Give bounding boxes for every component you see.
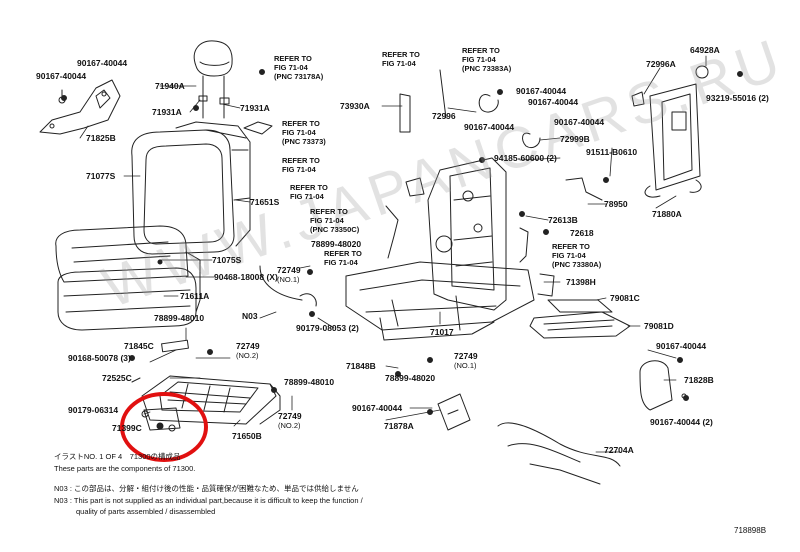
part-label-79081C[interactable]: 79081C: [610, 293, 640, 303]
part-label-N03[interactable]: N03: [242, 311, 258, 321]
refer-note-fig-71-04-c[interactable]: REFER TO FIG 71-04: [324, 249, 362, 267]
part-label-90167-40044-h[interactable]: 90167-40044: [656, 341, 707, 351]
belt-and-cables-drawing: [385, 69, 603, 297]
n03-note-english: N03 : This part is not supplied as an in…: [54, 496, 363, 505]
part-label-90167-40044-d[interactable]: 90167-40044: [516, 86, 567, 96]
part-label-72704A[interactable]: 72704A: [604, 445, 634, 455]
refer-note-73350C[interactable]: REFER TO FIG 71-04 (PNC 73350C): [310, 207, 360, 234]
part-label-71650B[interactable]: 71650B: [232, 431, 262, 441]
part-label-72749-no1-b[interactable]: 72749: [454, 351, 478, 361]
seatback-drawing: [131, 121, 251, 255]
part-label-72749-no1-b-sub: (NO.1): [454, 361, 477, 370]
n03-note-japanese: N03 : この部品は、分解・組付け後の性能・品質確保が困難なため、単品では供給…: [54, 484, 359, 493]
part-label-79081D[interactable]: 79081D: [644, 321, 674, 331]
part-label-72613B[interactable]: 72613B: [548, 215, 578, 225]
part-label-71398H[interactable]: 71398H: [566, 277, 596, 287]
part-label-73930A[interactable]: 73930A: [340, 101, 370, 111]
refer-note-fig-71-04-b[interactable]: REFER TO FIG 71-04: [290, 183, 328, 201]
refer-note-73380A[interactable]: REFER TO FIG 71-04 (PNC 73380A): [552, 242, 602, 269]
part-label-90179-06314[interactable]: 90179-06314: [68, 405, 119, 415]
part-label-71611A[interactable]: 71611A: [180, 291, 210, 301]
part-label-71017[interactable]: 71017: [430, 327, 454, 337]
headrest-drawing: [193, 40, 233, 119]
part-label-78899-48020-a[interactable]: 78899-48020: [311, 239, 362, 249]
part-label-93219-55016[interactable]: 93219-55016 (2): [706, 93, 769, 103]
part-label-72749-no2-a[interactable]: 72749: [236, 341, 260, 351]
part-label-71651S[interactable]: 71651S: [250, 197, 280, 207]
part-label-90167-40044-e[interactable]: 90167-40044: [528, 97, 579, 107]
part-label-78899-48010-a[interactable]: 78899-48010: [154, 313, 205, 323]
recliner-frame-drawing: [259, 157, 535, 341]
part-label-90167-40044-top[interactable]: 90167-40044: [77, 58, 128, 68]
refer-note-73178A[interactable]: REFER TO FIG 71-04 (PNC 73178A): [274, 54, 324, 81]
part-label-72618[interactable]: 72618: [570, 228, 594, 238]
part-label-71399C[interactable]: 71399C: [112, 423, 142, 433]
part-label-90179-08053[interactable]: 90179-08053 (2): [296, 323, 359, 333]
part-label-72525C[interactable]: 72525C: [102, 373, 132, 383]
part-label-72996A[interactable]: 72996A: [646, 59, 676, 69]
part-label-90167-40044-c[interactable]: 90167-40044: [352, 403, 403, 413]
illustration-caption: イラストNO. 1 OF 4 71300の構成品: [54, 452, 181, 461]
cable-72704A-drawing: [437, 393, 621, 485]
components-caption: These parts are the components of 71300.: [54, 464, 196, 473]
part-label-90168-50078[interactable]: 90168-50078 (3): [68, 353, 131, 363]
diagram-id: 718898B: [734, 526, 767, 535]
part-label-78899-48020-b[interactable]: 78899-48020: [385, 373, 436, 383]
headrest-guides-drawing: [198, 95, 273, 135]
part-label-90167-40044-i[interactable]: 90167-40044 (2): [650, 417, 713, 427]
part-label-91511-B0610[interactable]: 91511-B0610: [586, 147, 638, 157]
part-label-72749-no2-a-sub: (NO.2): [236, 351, 259, 360]
part-label-71077S[interactable]: 71077S: [86, 171, 116, 181]
part-label-71931A[interactable]: 71931A: [152, 107, 182, 117]
part-label-71878A[interactable]: 71878A: [384, 421, 414, 431]
refer-note-73373[interactable]: REFER TO FIG 71-04 (PNC 73373): [282, 119, 326, 146]
part-label-71075S[interactable]: 71075S: [212, 255, 242, 265]
part-label-71848B[interactable]: 71848B: [346, 361, 376, 371]
part-label-72999B[interactable]: 72999B: [560, 134, 590, 144]
n03-note-english-cont: quality of parts assembled / disassemble…: [76, 507, 216, 516]
side-bracket-71825B-drawing: [39, 79, 121, 135]
floor-mats-drawing: [529, 299, 631, 339]
part-label-71825B[interactable]: 71825B: [86, 133, 116, 143]
part-label-78950[interactable]: 78950: [604, 199, 628, 209]
rear-board-71880A-drawing: [631, 65, 709, 198]
fasteners-drawing: [61, 69, 743, 430]
part-label-72749-no2-b-sub: (NO.2): [278, 421, 301, 430]
leader-lines: [79, 55, 707, 453]
part-label-90468-18008[interactable]: 90468-18008 (X): [214, 272, 278, 282]
part-label-78899-48010-b[interactable]: 78899-48010: [284, 377, 335, 387]
part-label-94185-60600[interactable]: 94185-60600 (2): [494, 153, 557, 163]
seat-frame-drawing: [131, 339, 281, 432]
refer-note-fig-71-04-d[interactable]: REFER TO FIG 71-04: [382, 50, 420, 68]
part-label-90167-40044-g[interactable]: 90167-40044: [554, 117, 605, 127]
side-cover-71828B-drawing: [639, 360, 687, 411]
part-label-71940A[interactable]: 71940A: [155, 81, 185, 91]
part-label-72749-no1-a[interactable]: 72749: [277, 265, 301, 275]
part-label-72749-no1-a-sub: (NO.1): [277, 275, 300, 284]
part-label-64928A[interactable]: 64928A: [690, 45, 720, 55]
refer-note-73383A[interactable]: REFER TO FIG 71-04 (PNC 73383A): [462, 46, 512, 73]
part-label-71828B[interactable]: 71828B: [684, 375, 714, 385]
part-label-90167-40044-left[interactable]: 90167-40044: [36, 71, 87, 81]
seat-cushion-drawing: [55, 225, 201, 331]
part-label-71880A[interactable]: 71880A: [652, 209, 682, 219]
part-label-72749-no2-b[interactable]: 72749: [278, 411, 302, 421]
part-label-71845C[interactable]: 71845C: [124, 341, 154, 351]
part-label-90167-40044-f[interactable]: 90167-40044: [464, 122, 515, 132]
refer-note-fig-71-04-a[interactable]: REFER TO FIG 71-04: [282, 156, 320, 174]
part-label-71931A-right[interactable]: 71931A: [240, 103, 270, 113]
part-label-72996[interactable]: 72996: [432, 111, 456, 121]
highlight-circle: [120, 392, 208, 462]
